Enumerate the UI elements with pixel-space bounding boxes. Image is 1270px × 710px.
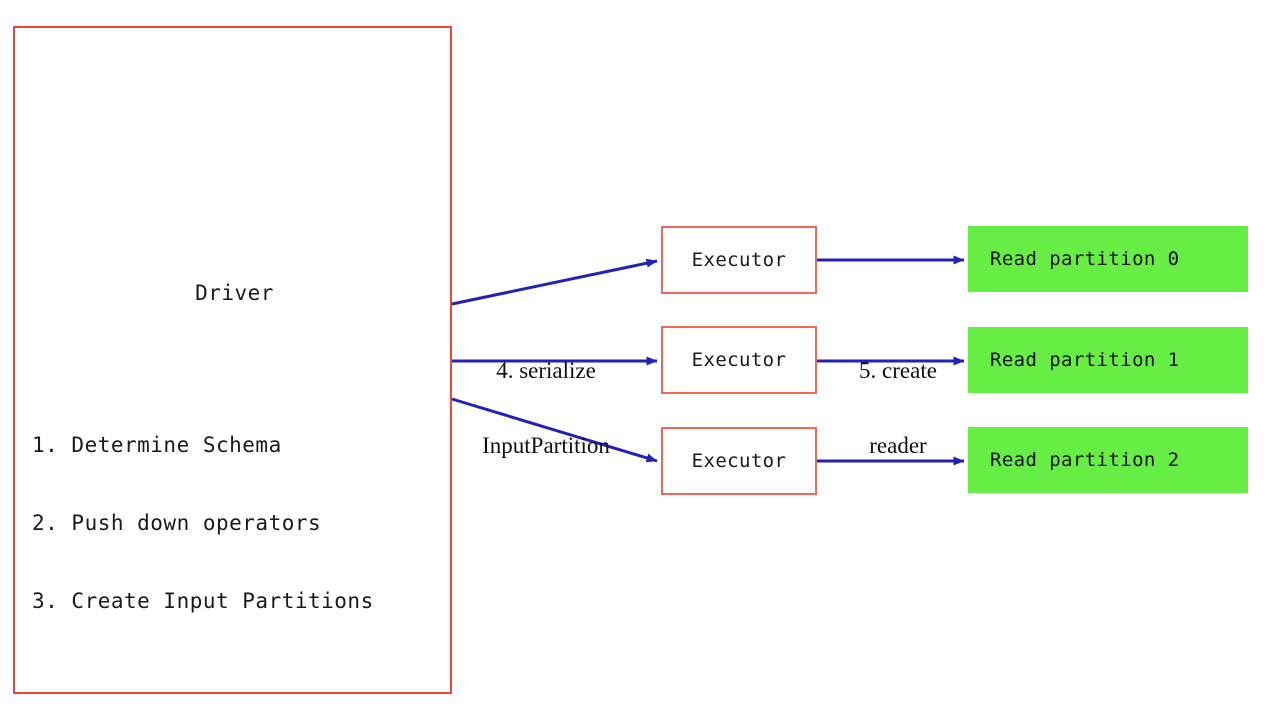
arrow-label-create-reader: 5. create reader [828, 308, 968, 508]
driver-step-list: 1. Determine Schema 2. Push down operato… [32, 380, 374, 666]
arrow-label-serialize: 4. serialize InputPartition [455, 308, 637, 508]
driver-step-3: 3. Create Input Partitions [32, 589, 374, 613]
driver-title: Driver [195, 281, 274, 305]
read-partition-box-1: Read partition 1 [968, 327, 1248, 393]
read-partition-label-1: Read partition 1 [990, 349, 1180, 371]
arrow-label-create-line-1: 5. create [859, 358, 937, 383]
arrow-label-create-line-2: reader [869, 433, 927, 458]
read-partition-label-2: Read partition 2 [990, 449, 1180, 471]
arrow-driver-to-executor-0 [451, 258, 658, 306]
driver-step-2: 2. Push down operators [32, 511, 322, 535]
executor-box-0: Executor [661, 226, 817, 294]
read-partition-label-0: Read partition 0 [990, 248, 1180, 270]
read-partition-box-0: Read partition 0 [968, 226, 1248, 292]
executor-box-2: Executor [661, 427, 817, 495]
read-partition-box-2: Read partition 2 [968, 427, 1248, 493]
executor-label-0: Executor [691, 249, 787, 271]
driver-box: Driver 1. Determine Schema 2. Push down … [13, 26, 452, 694]
driver-step-1: 1. Determine Schema [32, 433, 282, 457]
executor-box-1: Executor [661, 326, 817, 394]
executor-label-2: Executor [691, 450, 787, 472]
arrow-label-serialize-line-1: 4. serialize [496, 358, 596, 383]
arrow-label-serialize-line-2: InputPartition [482, 433, 610, 458]
executor-label-1: Executor [691, 349, 787, 371]
